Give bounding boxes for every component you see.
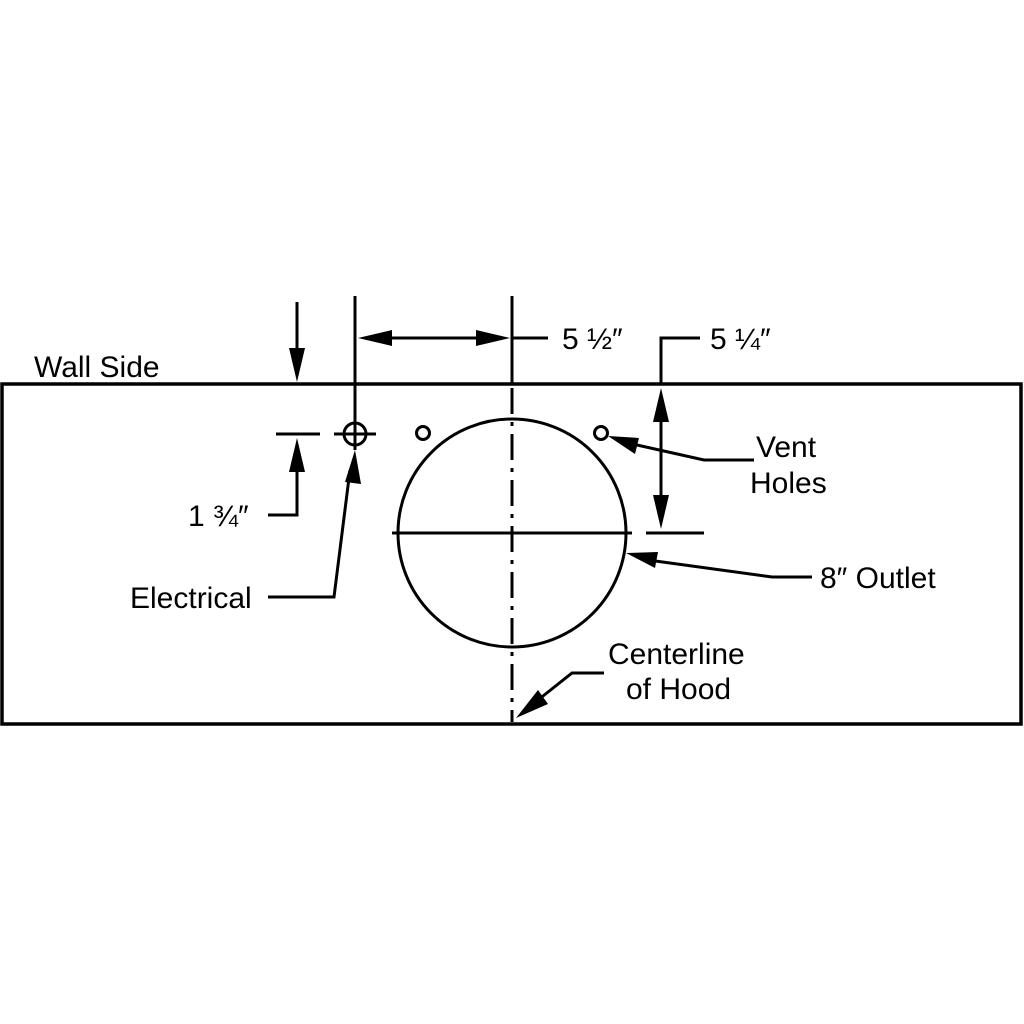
dim-vertical-left-leader xyxy=(268,466,299,517)
label-dim-vertical-left: 1 ¾″ xyxy=(188,500,249,533)
outlet-arrowhead xyxy=(626,552,658,568)
label-dim-vertical-right: 5 ¼″ xyxy=(710,323,771,356)
centerline-arrowhead xyxy=(516,690,548,718)
dim-vertical-left-arrowhead-top xyxy=(289,348,305,382)
centerline-leader xyxy=(537,671,604,702)
label-dim-horizontal: 5 ½″ xyxy=(562,323,623,356)
label-electrical: Electrical xyxy=(130,582,252,615)
electrical-arrowhead xyxy=(345,450,361,484)
label-centerline-line2: of Hood xyxy=(626,673,731,706)
label-centerline-line1: Centerline xyxy=(608,638,745,671)
label-vent-line2: Holes xyxy=(750,467,827,500)
label-wall-side: Wall Side xyxy=(34,351,160,384)
label-vent-line1: Vent xyxy=(756,431,817,464)
vent-hole-right xyxy=(593,425,609,441)
vent-holes-arrowhead xyxy=(608,436,639,454)
dim-vertical-left-arrowhead-bottom xyxy=(289,438,305,472)
vent-holes-leader xyxy=(627,441,754,462)
dim-vertical-right-arrowhead-top xyxy=(653,388,669,422)
label-outlet: 8″ Outlet xyxy=(820,562,936,595)
outlet-leader xyxy=(647,558,812,579)
vent-hole-left xyxy=(415,425,431,441)
dim-vertical-right-leader xyxy=(659,336,700,384)
dim-horizontal-arrowhead-left xyxy=(358,330,392,346)
electrical-leader xyxy=(268,469,352,599)
dim-vertical-right-arrowhead-bottom xyxy=(653,495,669,529)
dim-horizontal-arrowhead-right xyxy=(476,330,510,346)
